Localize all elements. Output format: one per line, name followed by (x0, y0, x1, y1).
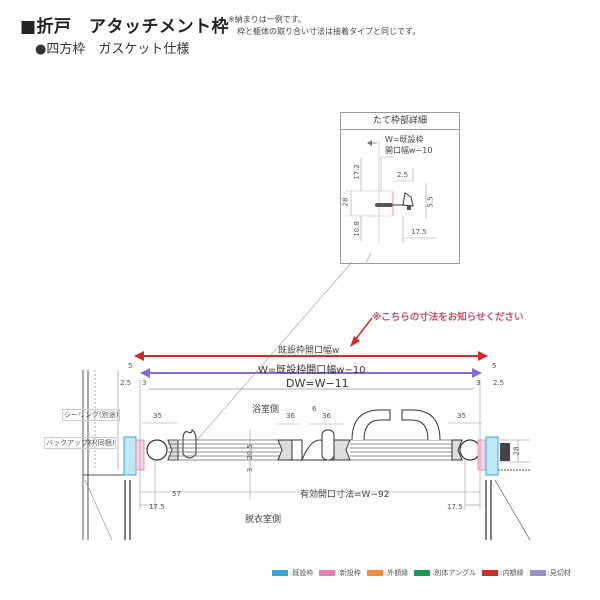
dim-3-vertical: 3 (246, 467, 255, 473)
dim-28: 28 (512, 446, 521, 456)
dim-35-right: 35 (457, 412, 466, 420)
dim-6: 6 (312, 405, 317, 413)
legend-swatch (272, 570, 288, 576)
legend-item-parting-strip: :見切材 (529, 568, 571, 578)
page-subtitle: ●四方枠 ガスケット仕様 (35, 42, 190, 57)
legend-label: :別体アングル (432, 569, 477, 577)
detail-inset-title: たて枠部詳細 (341, 113, 459, 130)
legend-label: :新設枠 (337, 569, 361, 577)
left-dim-5: 5 (128, 362, 133, 370)
dim-dw: DW=W−11 (286, 377, 349, 390)
dim-17-5: 17.5 (411, 228, 427, 236)
legend-swatch (482, 570, 499, 576)
legend-label: :見切材 (547, 569, 571, 577)
legend-label: :内額縁 (500, 569, 524, 577)
legend-swatch (529, 570, 546, 576)
detail-label-w: W=既設枠 (385, 135, 424, 144)
dim-36-a: 36 (286, 412, 295, 420)
note-text: ※納まりは一例です。 枠と躯体の取り合い寸法は接着タイプと同じです。 (228, 14, 420, 38)
legend-swatch (366, 570, 383, 576)
legend-item-separate-angle: :別体アングル (414, 568, 476, 578)
right-dim-5: 5 (492, 362, 497, 370)
bathroom-side-label: 浴室側 (252, 405, 280, 415)
legend-item-outer-trim: :外額縁 (366, 568, 409, 578)
dim-w: W=既設枠開口幅w−10 (258, 365, 366, 376)
dressing-side-label: 脱衣室側 (245, 515, 282, 525)
detail-inset: たて枠部詳細 W=既設枠 開口幅w−10 17.2 28 10.8 2.5 5.… (340, 112, 460, 264)
right-dim-2-5: 2.5 (493, 379, 505, 387)
page-title: ■折戸 アタッチメント枠 (20, 17, 230, 37)
color-legend: :既設枠 :新設枠 :外額縁 :別体アングル :内額縁 :見切材 (272, 568, 571, 578)
backup-material-label: バックアップ材(同梱) (44, 437, 117, 449)
sealing-label: シーリング(別途) (62, 409, 121, 421)
dim-17-5-left: 17.5 (149, 503, 165, 511)
note-line-2: 枠と躯体の取り合い寸法は接着タイプと同じです。 (237, 27, 421, 36)
legend-label: :外額縁 (384, 569, 409, 577)
left-dim-3: 3 (142, 379, 147, 387)
right-dim-3: 3 (476, 379, 481, 387)
legend-label: :既設枠 (290, 569, 314, 577)
effective-opening-dim: 有効開口寸法=W−92 (300, 490, 390, 500)
detail-drawing (345, 140, 436, 263)
left-dim-2-5: 2.5 (120, 379, 132, 387)
dim-35-left: 35 (153, 412, 162, 420)
dim-36-b: 36 (322, 412, 331, 420)
note-line-1: ※納まりは一例です。 (228, 15, 306, 24)
detail-label-opening: 開口幅w−10 (385, 146, 433, 155)
dim-20-5: 20.5 (245, 444, 254, 460)
legend-item-new-frame: :新設枠 (319, 568, 361, 578)
legend-item-existing-frame: :既設枠 (272, 568, 313, 578)
legend-swatch (319, 570, 336, 576)
dim-existing-opening: 既設枠開口幅w (278, 346, 340, 356)
legend-swatch (414, 570, 431, 576)
legend-item-inner-trim: :内額縁 (482, 568, 524, 578)
dim-2-5: 2.5 (397, 171, 409, 179)
request-note: ※こちらの寸法をお知らせください (372, 312, 524, 323)
dim-57: 57 (172, 490, 181, 498)
dim-17-5-right: 17.5 (447, 503, 463, 511)
